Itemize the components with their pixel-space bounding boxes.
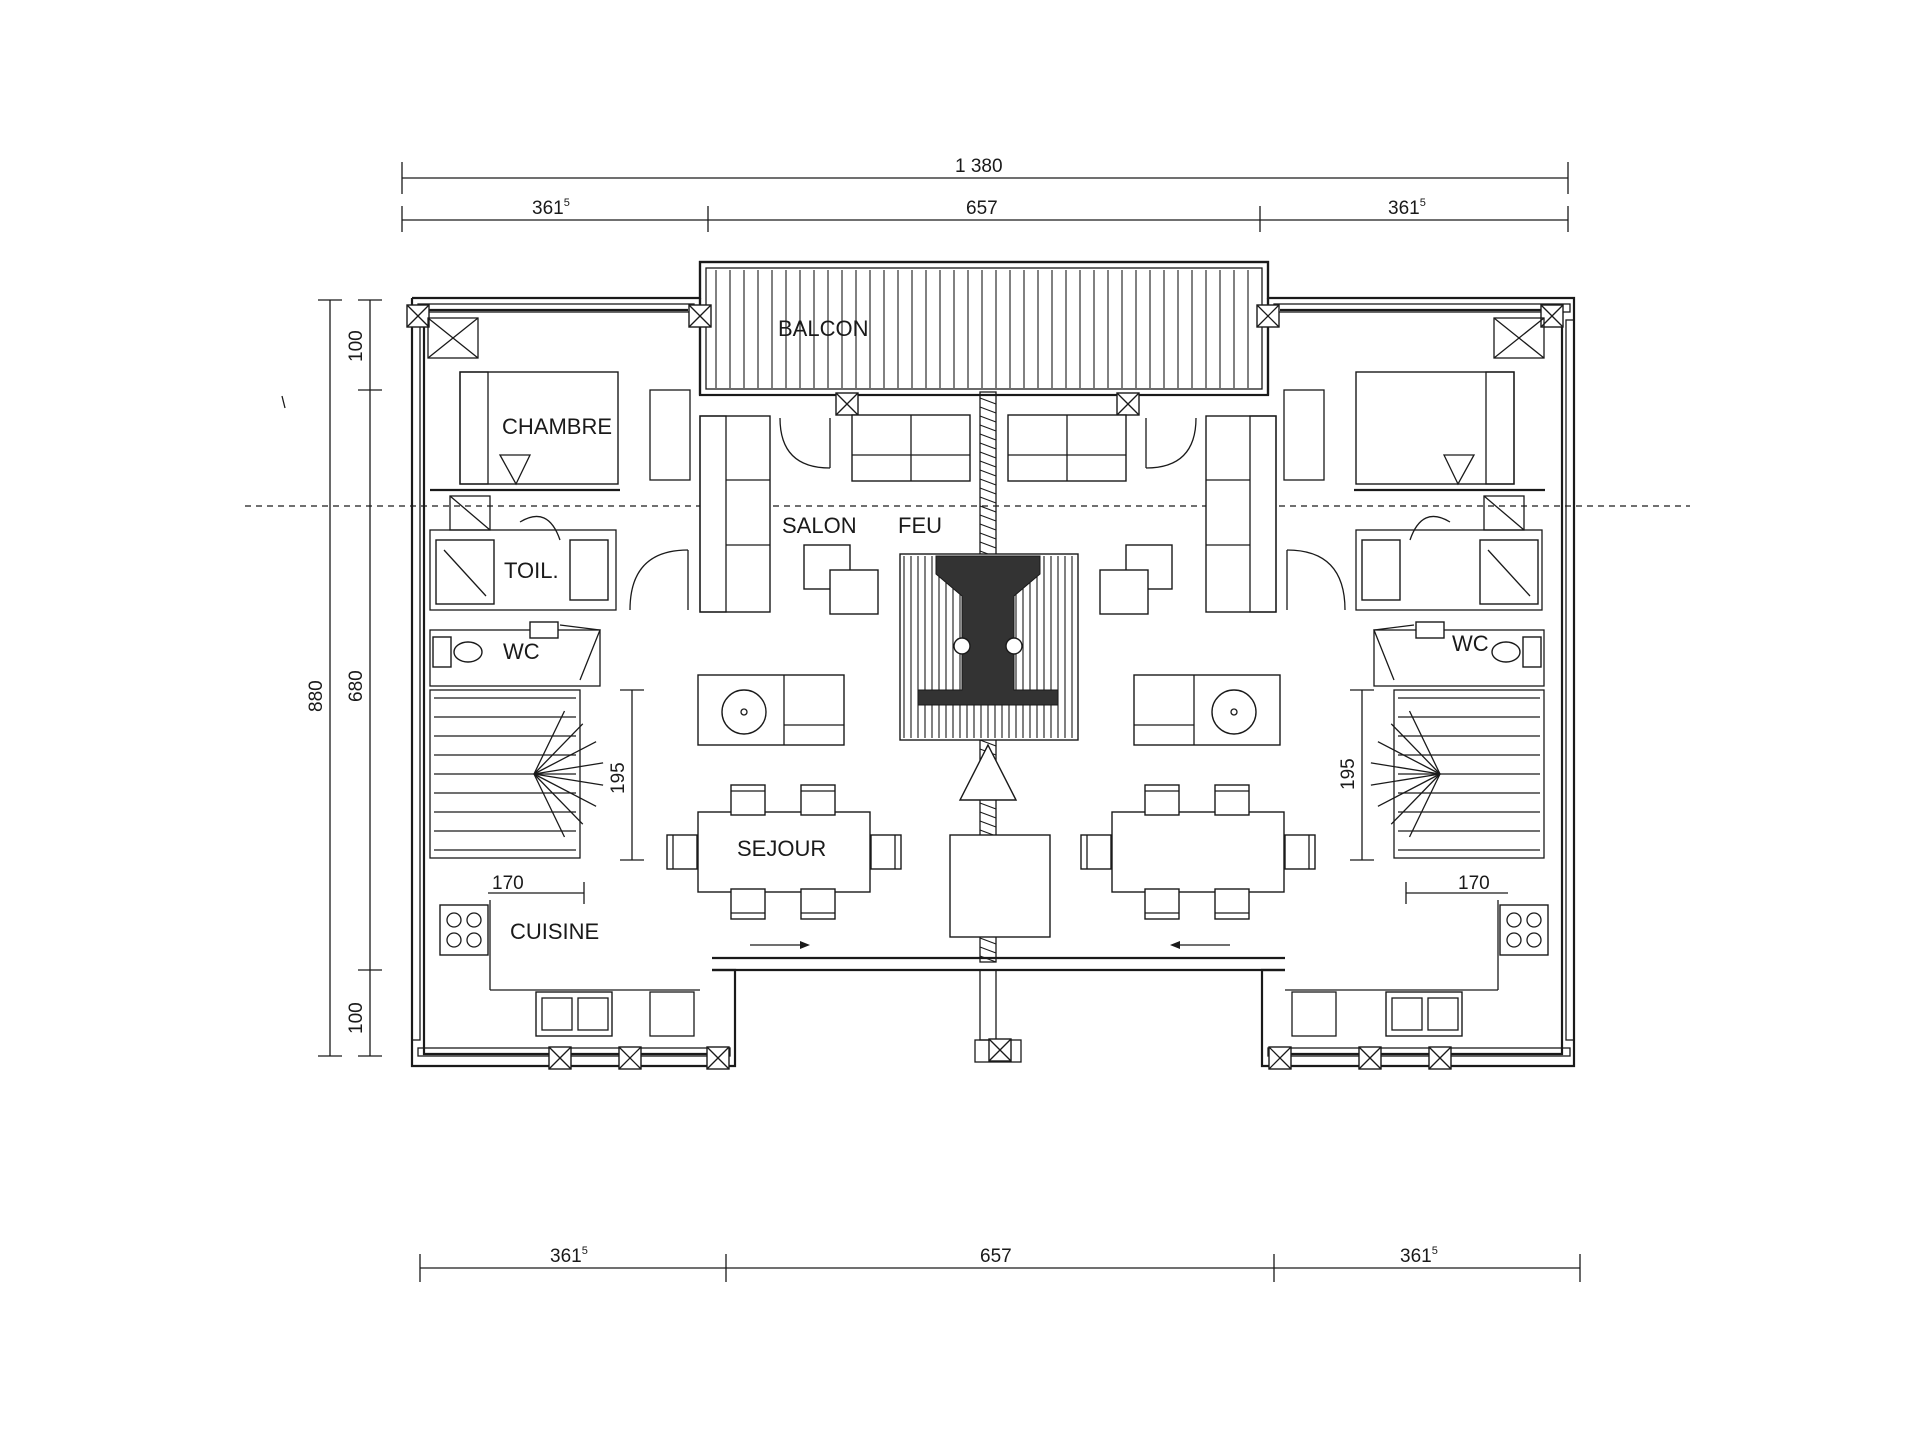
height-total-label: 880 xyxy=(306,680,327,712)
sejour-right-dim: 195 xyxy=(1338,758,1359,790)
toil-label: TOIL. xyxy=(504,558,559,583)
overall-width-label: 1 380 xyxy=(955,156,1003,177)
sejour-left-dim: 195 xyxy=(608,762,629,794)
height-top-label: 100 xyxy=(346,330,367,362)
center-table xyxy=(949,834,1051,938)
bottom-left-dim: 3615 xyxy=(550,1245,588,1267)
salon-label: SALON xyxy=(782,513,857,538)
fireplace xyxy=(899,553,1079,741)
bottom-dimension-lines xyxy=(419,1254,1581,1282)
bottom-right-dim: 3615 xyxy=(1400,1245,1438,1267)
bottom-middle-dim: 657 xyxy=(980,1246,1012,1267)
left-dimension-lines xyxy=(318,299,382,1057)
balcon-label: BALCON xyxy=(778,316,868,341)
height-inner-label: 680 xyxy=(346,670,367,702)
room-labels: BALCON CHAMBRE SALON FEU TOIL. WC WC SEJ… xyxy=(502,316,1489,944)
dimension-labels: 1 380 3615 657 3615 3615 657 3615 880 68… xyxy=(306,156,1490,1267)
top-middle-dim: 657 xyxy=(966,198,998,219)
cuisine-label: CUISINE xyxy=(510,919,599,944)
height-bottom-label: 100 xyxy=(346,1002,367,1034)
chambre-label: CHAMBRE xyxy=(502,414,612,439)
right-apartment xyxy=(1007,304,1564,1070)
dashed-axis xyxy=(245,395,1690,507)
feu-label: FEU xyxy=(898,513,942,538)
stair-left-dim: 170 xyxy=(492,873,524,894)
wc-right-label: WC xyxy=(1452,631,1489,656)
stair-right-dim: 170 xyxy=(1458,873,1490,894)
wc-left-label: WC xyxy=(503,639,540,664)
top-dimension-lines xyxy=(401,162,1569,232)
balcony xyxy=(698,260,1270,397)
top-right-dim: 3615 xyxy=(1388,197,1426,219)
inner-dimension-lines xyxy=(488,689,1508,904)
top-left-dim: 3615 xyxy=(532,197,570,219)
sejour-label: SEJOUR xyxy=(737,836,826,861)
left-apartment xyxy=(406,304,971,1070)
